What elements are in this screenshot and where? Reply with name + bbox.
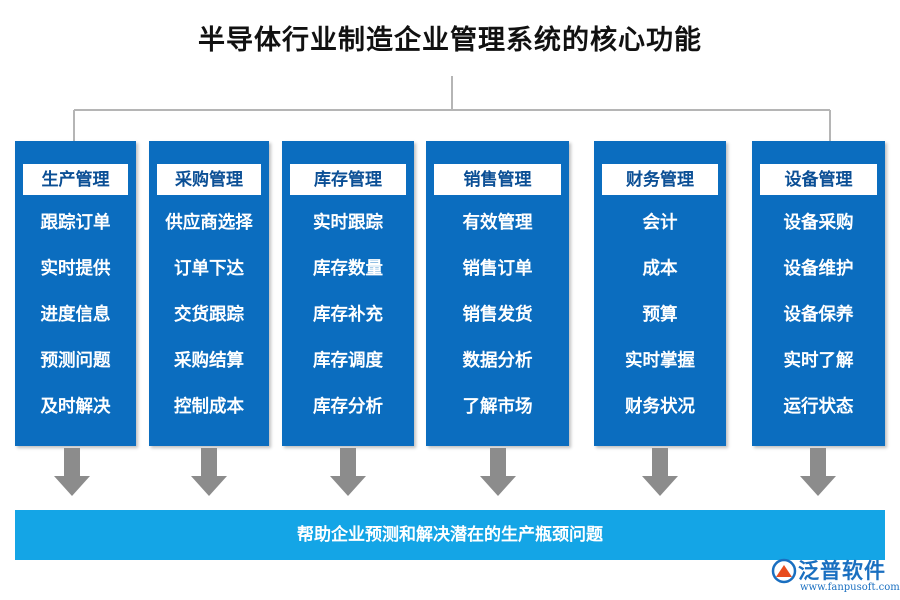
down-arrow-icon — [54, 448, 90, 496]
down-arrow-icon — [800, 448, 836, 496]
column-sales: 销售管理 有效管理 销售订单 销售发货 数据分析 了解市场 — [426, 141, 569, 446]
column-item: 数据分析 — [462, 351, 533, 371]
column-item: 控制成本 — [174, 397, 244, 417]
column-item: 实时了解 — [783, 351, 854, 371]
column-item: 库存调度 — [313, 351, 383, 371]
column-item: 设备保养 — [783, 305, 854, 325]
column-item: 及时解决 — [40, 397, 111, 417]
down-arrow-icon — [642, 448, 678, 496]
column-header: 财务管理 — [602, 164, 718, 195]
column-item: 销售订单 — [462, 259, 533, 279]
column-item: 采购结算 — [174, 351, 244, 371]
down-arrow-icon — [191, 448, 227, 496]
column-item: 库存数量 — [313, 259, 383, 279]
column-item: 预测问题 — [40, 351, 111, 371]
column-item: 交货跟踪 — [174, 305, 244, 325]
column-item: 实时掌握 — [625, 351, 695, 371]
column-header: 采购管理 — [157, 164, 261, 195]
logo-icon — [771, 558, 797, 584]
column-item: 销售发货 — [462, 305, 533, 325]
column-finance: 财务管理 会计 成本 预算 实时掌握 财务状况 — [594, 141, 726, 446]
column-item: 实时跟踪 — [313, 213, 383, 233]
column-header: 销售管理 — [434, 164, 561, 195]
column-item: 有效管理 — [462, 213, 533, 233]
column-item: 运行状态 — [783, 397, 854, 417]
summary-bar: 帮助企业预测和解决潜在的生产瓶颈问题 — [15, 510, 885, 560]
logo-url: www.fanpusoft.com — [800, 582, 900, 593]
column-item: 进度信息 — [40, 305, 111, 325]
column-item: 了解市场 — [462, 397, 533, 417]
column-header: 库存管理 — [290, 164, 406, 195]
down-arrow-icon — [480, 448, 516, 496]
column-item: 库存补充 — [313, 305, 383, 325]
column-production: 生产管理 跟踪订单 实时提供 进度信息 预测问题 及时解决 — [15, 141, 136, 446]
logo-name: 泛普软件 — [798, 559, 886, 583]
column-header: 生产管理 — [23, 164, 128, 195]
brand-logo: 泛普软件 www.fanpusoft.com — [770, 553, 900, 597]
column-item: 实时提供 — [40, 259, 111, 279]
down-arrow-icon — [330, 448, 366, 496]
column-item: 预算 — [642, 305, 678, 325]
column-item: 供应商选择 — [165, 213, 253, 233]
column-item: 设备采购 — [783, 213, 854, 233]
column-item: 财务状况 — [625, 397, 695, 417]
column-item: 成本 — [642, 259, 678, 279]
column-inventory: 库存管理 实时跟踪 库存数量 库存补充 库存调度 库存分析 — [282, 141, 414, 446]
column-equipment: 设备管理 设备采购 设备维护 设备保养 实时了解 运行状态 — [752, 141, 885, 446]
column-item: 订单下达 — [174, 259, 244, 279]
connector-lines — [73, 76, 831, 141]
column-item: 库存分析 — [313, 397, 383, 417]
column-item: 跟踪订单 — [40, 213, 111, 233]
column-item: 会计 — [642, 213, 678, 233]
column-purchasing: 采购管理 供应商选择 订单下达 交货跟踪 采购结算 控制成本 — [149, 141, 269, 446]
column-item: 设备维护 — [783, 259, 854, 279]
diagram-title: 半导体行业制造企业管理系统的核心功能 — [198, 25, 702, 56]
column-header: 设备管理 — [760, 164, 877, 195]
